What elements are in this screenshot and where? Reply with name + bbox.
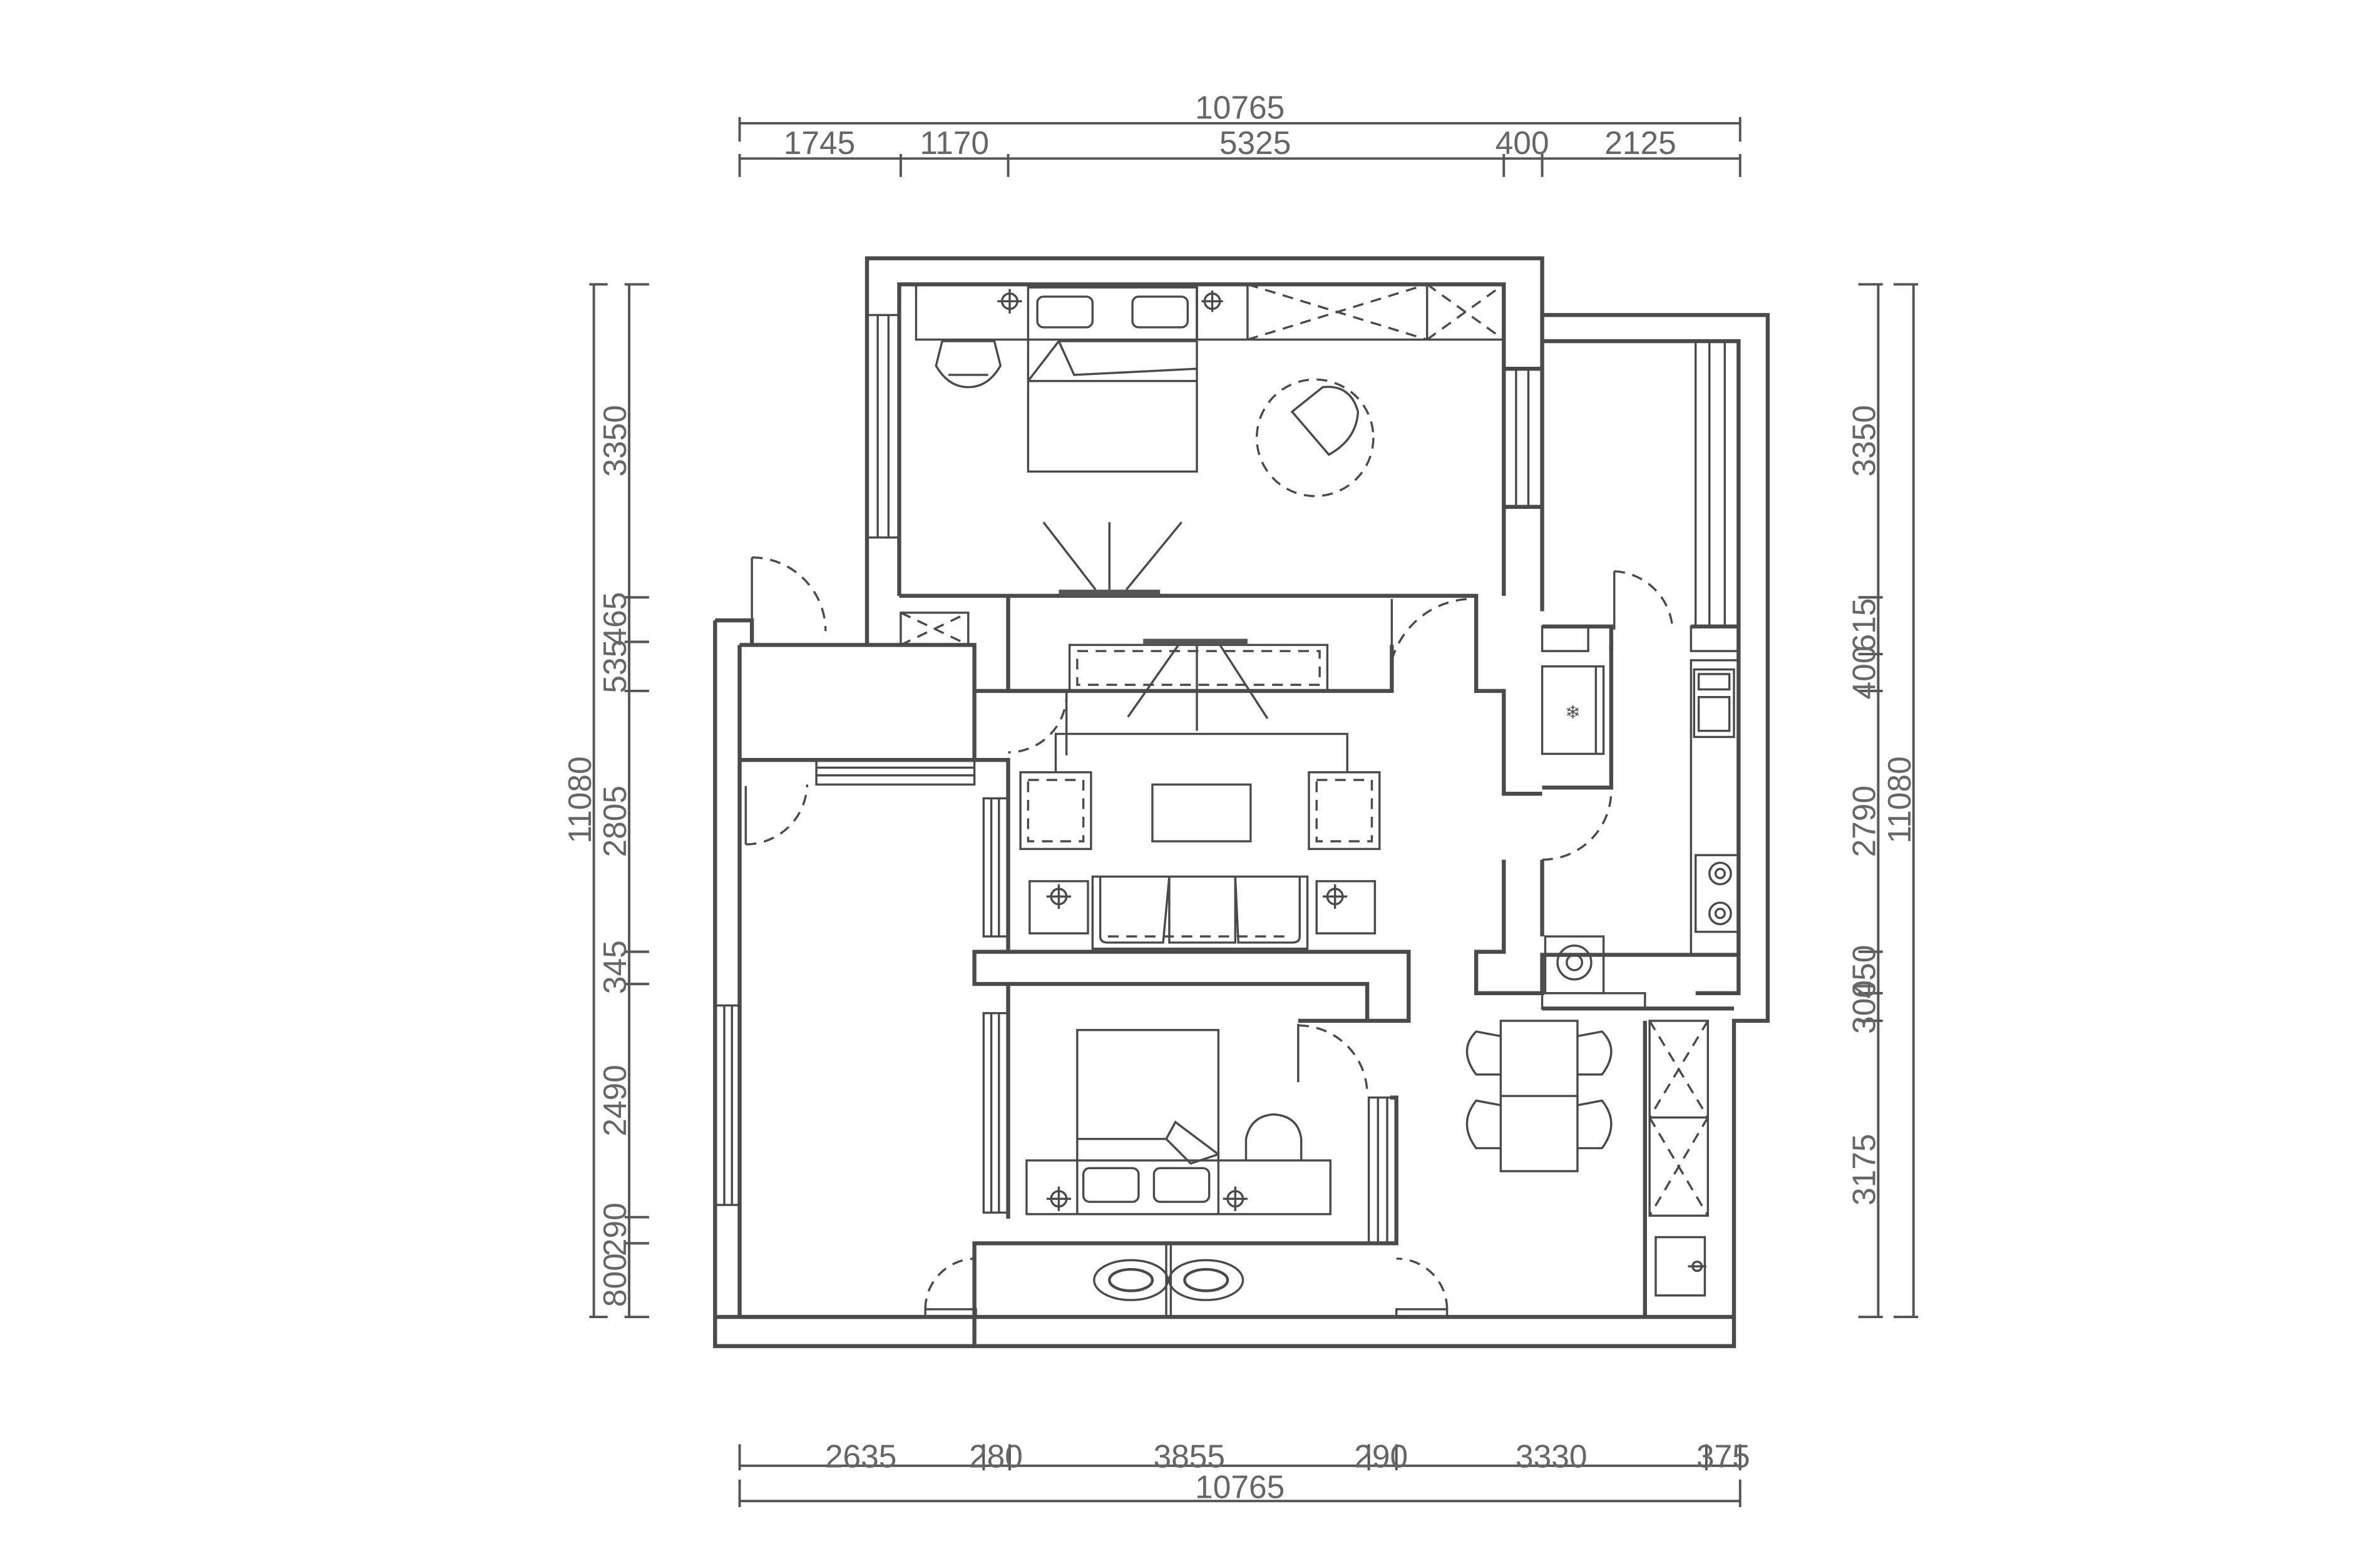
top-dimension-4: 400: [1495, 125, 1549, 161]
basin-icon-right: [1168, 1259, 1244, 1301]
right-total-dimension: 11080: [1881, 756, 1917, 843]
bottom-fixtures: [1093, 1243, 1244, 1318]
bedside-lamp-icon: [997, 289, 1022, 314]
windows: [714, 314, 1740, 1318]
interior-walls: [739, 593, 1741, 1318]
left-dimension-5: 345: [597, 940, 633, 994]
bottom-dimension-3: 3855: [1154, 1438, 1226, 1474]
top-dimensions: 10765 1745 1170 5325 400 2125: [738, 90, 1741, 177]
basin-icon-left: [1093, 1259, 1169, 1301]
top-dimension-1: 1745: [784, 125, 856, 161]
left-dimension-4: 2805: [597, 786, 633, 857]
right-dimension-7: 3175: [1846, 1134, 1882, 1205]
armchair-right: [1308, 771, 1381, 851]
right-dimension-2: 615: [1846, 598, 1882, 652]
headboard-desk: [1025, 1159, 1332, 1215]
kitchen: ❄: [1541, 659, 1740, 995]
top-dimension-5: 2125: [1604, 125, 1676, 161]
left-total-dimension: 11080: [562, 756, 598, 843]
entry-cabinet: [900, 612, 970, 647]
top-dimension-3: 5325: [1219, 125, 1291, 161]
left-dimensions: 11080 3350 465 535 2805 345 2490 290 800: [562, 283, 649, 1319]
master-bedroom: [915, 283, 1505, 596]
refrigerator: ❄: [1541, 665, 1605, 755]
single-bed: [1076, 1028, 1220, 1215]
headboard-cabinet: [915, 283, 1198, 341]
tv-icon: [1042, 521, 1182, 596]
left-dimension-2: 465: [597, 592, 633, 646]
desk-chair-icon-2: [1244, 1113, 1303, 1161]
armchair-left: [1019, 771, 1092, 851]
dining-chair-2: [1465, 1099, 1501, 1150]
kitchen-counter: [1690, 659, 1740, 956]
lamp-icon-left: [1046, 1186, 1072, 1211]
dining-chair-3: [1577, 1030, 1613, 1076]
right-dimensions: 3350 615 400 2790 450 300 3175 11080: [1846, 283, 1919, 1319]
bottom-dimensions: 2635 280 3855 290 3330 375 10765: [738, 1438, 1750, 1508]
right-dimension-3: 400: [1846, 646, 1882, 700]
sofa: [1091, 875, 1309, 950]
left-dimension-7: 290: [597, 1202, 633, 1256]
right-dimension-1: 3350: [1846, 405, 1882, 476]
stove-icon: [1694, 854, 1740, 933]
storage-cabinet: [1648, 1020, 1710, 1217]
bottom-dimension-5: 3330: [1516, 1438, 1588, 1474]
vanity-sink-icon: [1654, 1236, 1706, 1297]
second-bedroom: [1025, 1028, 1332, 1215]
side-table-left: [1028, 880, 1089, 934]
top-total-dimension: 10765: [1195, 90, 1285, 126]
right-dimension-6: 300: [1846, 980, 1882, 1034]
lamp-icon-right: [1223, 1186, 1248, 1211]
dining-area: [1465, 1020, 1613, 1172]
wardrobe: [1196, 283, 1505, 341]
dining-chair-4: [1577, 1099, 1613, 1150]
left-dimension-6: 2490: [597, 1065, 633, 1137]
bottom-dimension-2: 280: [969, 1438, 1023, 1474]
lounge-chair-icon: [1255, 378, 1375, 498]
double-bed: [1027, 286, 1198, 473]
left-dimension-1: 3350: [597, 405, 633, 476]
door-swings: [744, 556, 1674, 1309]
bottom-total-dimension: 10765: [1195, 1468, 1285, 1505]
left-dimension-8: 800: [597, 1253, 633, 1307]
right-dimension-4: 2790: [1846, 786, 1882, 857]
bottom-dimension-6: 375: [1696, 1438, 1750, 1474]
desk-chair-icon: [935, 340, 1002, 389]
dining-chair-1: [1465, 1030, 1501, 1076]
right-dimension-5: 450: [1846, 945, 1882, 999]
coffee-table: [1151, 783, 1252, 842]
right-bathroom: [1648, 1020, 1710, 1297]
tv-cabinet: [1068, 643, 1329, 692]
left-dimension-3: 535: [597, 640, 633, 693]
living-room: [900, 612, 1381, 950]
snowflake-icon: ❄: [1565, 702, 1581, 723]
bottom-dimension-1: 2635: [825, 1438, 896, 1474]
sink-icon: [1693, 668, 1735, 739]
side-table-right: [1315, 880, 1377, 934]
washing-machine: [1544, 935, 1605, 995]
bottom-dimension-4: 290: [1354, 1438, 1408, 1474]
top-dimension-2: 1170: [920, 125, 989, 161]
